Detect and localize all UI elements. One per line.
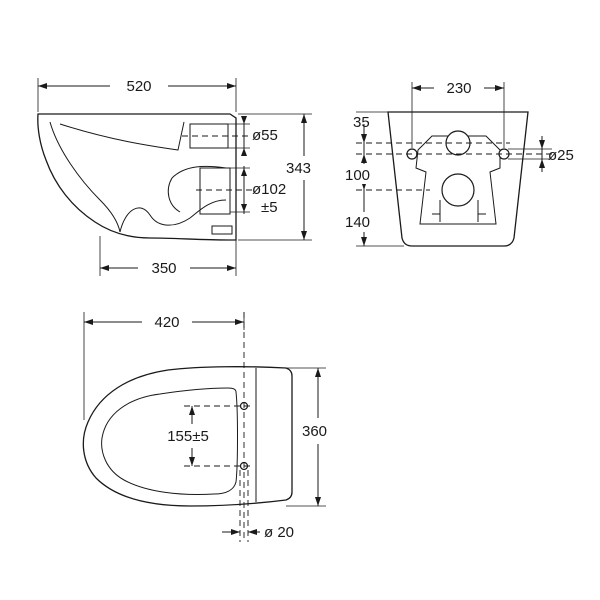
dim-25-arrow-bottom	[539, 159, 545, 168]
dim-100-arrow-top	[361, 154, 367, 163]
dim-25-arrow-top	[539, 140, 545, 149]
top-view-inner-rim	[101, 387, 238, 495]
dim-360-label: 360	[302, 423, 327, 440]
dim-140-arrow-bottom	[361, 237, 367, 246]
dim-140-label-bg	[344, 212, 382, 232]
dim-343-arrow-bottom	[301, 231, 307, 240]
dim-102-tolerance: ±5	[261, 199, 278, 216]
top-view: 420 155±5 360 ø 20	[82, 312, 327, 542]
dim-155-arrow-bottom	[189, 457, 195, 466]
dim-55-label: ø55	[252, 127, 278, 144]
dim-102-arrow-top	[241, 168, 247, 176]
side-view-base-plate	[211, 225, 233, 235]
dim-360-arrow-bottom	[315, 497, 321, 506]
dim-230-label: 230	[446, 80, 471, 97]
side-view-trap-inner	[167, 165, 227, 213]
dim-343-label: 343	[286, 160, 311, 177]
side-view: 520 ø55 ø102 ±5 343 350	[37, 78, 312, 277]
dim-420-arrow-left	[84, 319, 93, 325]
dim-520-arrow-left	[38, 83, 47, 89]
dim-420-arrow-right	[235, 319, 244, 325]
dim-20-arrow-left	[231, 529, 240, 535]
dim-140-label: 140	[345, 214, 370, 231]
side-view-outlet-box	[199, 167, 231, 215]
dim-35-arrow	[361, 134, 367, 143]
dim-155-label: 155±5	[167, 428, 209, 445]
dim-20-arrow-right	[248, 529, 257, 535]
dim-343-arrow-top	[301, 114, 307, 123]
side-view-bowl-outline	[37, 113, 237, 241]
dim-350-arrow-left	[100, 265, 109, 271]
side-view-inner-rim	[49, 121, 121, 233]
dim-230-arrow-left	[412, 85, 421, 91]
dim-520-arrow-right	[227, 83, 236, 89]
dim-100-label-bg	[344, 164, 382, 184]
dim-25-label: ø25	[548, 147, 574, 164]
side-view-trap	[119, 199, 227, 233]
dim-360-arrow-top	[315, 368, 321, 377]
dim-55-arrow-top	[241, 116, 247, 124]
dim-55-arrow-bottom	[241, 148, 247, 156]
dim-520-label: 520	[126, 78, 151, 95]
rear-view-inner-detail	[432, 200, 486, 222]
side-view-inner-line	[59, 121, 185, 151]
rear-view-outlet-hole	[441, 173, 475, 207]
rear-view: 230 35 100 140 ø25	[344, 80, 574, 247]
dim-350-label: 350	[151, 260, 176, 277]
dim-20-label: ø 20	[264, 524, 294, 541]
dim-350-arrow-right	[227, 265, 236, 271]
dim-230-arrow-right	[495, 85, 504, 91]
dim-35-label: 35	[353, 114, 370, 131]
dim-420-label: 420	[154, 314, 179, 331]
dim-155-arrow-top	[189, 406, 195, 415]
dim-102-arrow-bottom	[241, 204, 247, 212]
dim-100-label: 100	[345, 167, 370, 184]
dim-102-label: ø102	[252, 181, 286, 198]
